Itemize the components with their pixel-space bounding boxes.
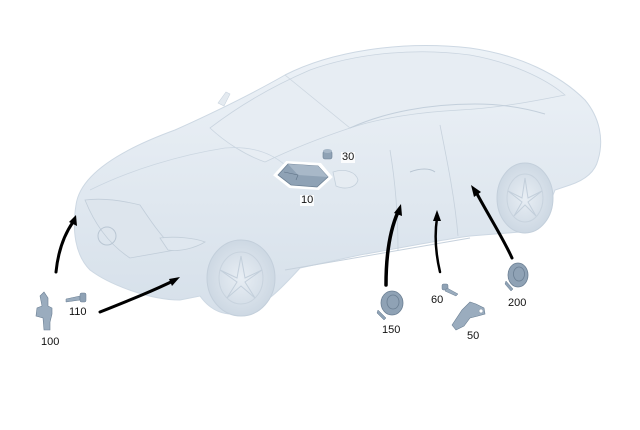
front-wheel — [206, 239, 276, 317]
part-200-horn[interactable] — [504, 262, 529, 292]
arrow-150 — [384, 210, 400, 287]
part-50-holder[interactable] — [451, 301, 486, 331]
callout-200: 200 — [507, 297, 528, 309]
arrow-200 — [474, 190, 514, 260]
callout-60: 60 — [430, 294, 445, 306]
part-10-control-unit[interactable] — [273, 160, 333, 191]
arrowheads — [69, 185, 481, 286]
arrow-100 — [54, 220, 75, 274]
part-30-nut[interactable] — [322, 149, 333, 160]
callout-150: 150 — [381, 324, 402, 336]
callout-10: 10 — [300, 194, 315, 206]
callout-110: 110 — [68, 306, 88, 318]
arrows — [54, 190, 514, 314]
callout-50: 50 — [466, 330, 481, 342]
callout-30: 30 — [341, 151, 356, 163]
part-150-horn[interactable] — [376, 290, 404, 321]
arrow-60 — [434, 216, 442, 274]
rear-wheel — [496, 162, 554, 234]
car-body — [73, 45, 602, 315]
arrow-110 — [98, 278, 177, 314]
part-100-bracket[interactable] — [35, 291, 53, 331]
part-60-screw[interactable] — [441, 283, 459, 297]
callout-100: 100 — [40, 336, 61, 348]
part-110-bolt[interactable] — [65, 292, 87, 303]
